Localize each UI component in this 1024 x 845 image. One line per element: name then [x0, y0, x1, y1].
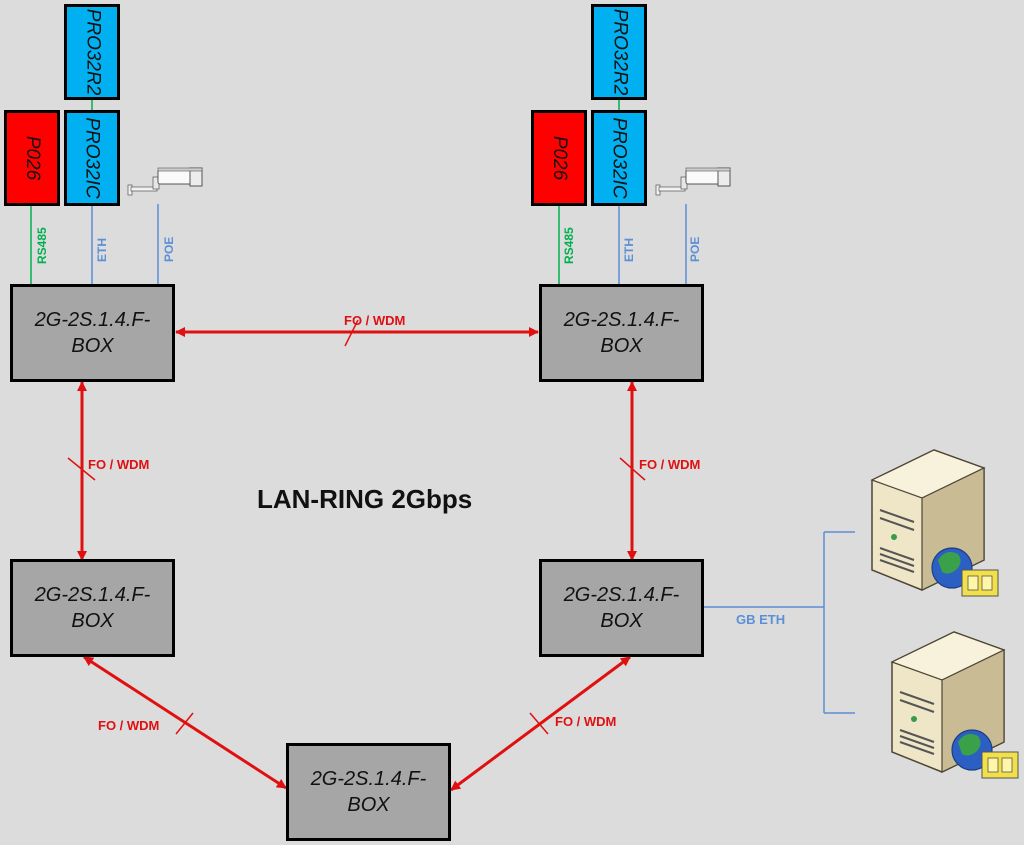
switch-box-top-right: 2G-2S.1.4.F-BOX [539, 284, 704, 382]
poe-label-right: POE [688, 236, 702, 262]
p026-label-left: P026 [22, 135, 43, 181]
ring-title: LAN-RING 2Gbps [257, 484, 473, 514]
pro32ic-label-right: PRO32IC [609, 117, 630, 199]
pro32r2-device-left: PRO32R2 [64, 4, 120, 100]
camera-icon [655, 167, 731, 196]
switch-label: 2G-2S.1.4.F-BOX [563, 584, 680, 632]
poe-label-left: POE [162, 236, 176, 262]
server-icon [890, 631, 1019, 779]
eth-label-left: ETH [95, 238, 109, 262]
gb-eth-label: GB ETH [736, 612, 786, 627]
switch-label: 2G-2S.1.4.F-BOX [563, 309, 680, 357]
switch-box-mid-right: 2G-2S.1.4.F-BOX [539, 559, 704, 657]
fo-label-left: FO / WDM [88, 457, 150, 472]
fo-label-bottom-left: FO / WDM [98, 718, 160, 733]
switch-label: 2G-2S.1.4.F-BOX [310, 768, 427, 816]
pro32r2-label-right: PRO32R2 [609, 8, 631, 96]
pro32ic-device-right: PRO32IC [591, 110, 647, 206]
fo-slash-bottom-left [175, 712, 194, 735]
fo-slash-top [344, 319, 359, 347]
p026-label-right: P026 [549, 135, 570, 181]
fo-slash-bottom-right [529, 712, 549, 735]
pro32ic-device-left: PRO32IC [64, 110, 120, 206]
switch-label: 2G-2S.1.4.F-BOX [34, 584, 151, 632]
fo-link-bottom-right [450, 655, 631, 792]
fo-label-right: FO / WDM [639, 457, 701, 472]
rs485-label-left: RS485 [35, 227, 49, 264]
pro32r2-label-left: PRO32R2 [82, 8, 104, 96]
switch-label: 2G-2S.1.4.F-BOX [34, 309, 151, 357]
fo-slash-left [67, 457, 96, 481]
server-icon [870, 449, 999, 597]
fo-label-bottom-right: FO / WDM [555, 714, 617, 729]
fo-label-top: FO / WDM [344, 313, 406, 328]
switch-box-mid-left: 2G-2S.1.4.F-BOX [10, 559, 175, 657]
p026-device-left: P026 [4, 110, 60, 206]
rs485-label-right: RS485 [562, 227, 576, 264]
eth-label-right: ETH [622, 238, 636, 262]
pro32r2-device-right: PRO32R2 [591, 4, 647, 100]
p026-device-right: P026 [531, 110, 587, 206]
pro32ic-label-left: PRO32IC [82, 117, 103, 199]
fo-slash-right [619, 457, 646, 481]
switch-box-top-left: 2G-2S.1.4.F-BOX [10, 284, 175, 382]
switch-box-bottom: 2G-2S.1.4.F-BOX [286, 743, 451, 841]
camera-icon [127, 167, 203, 196]
